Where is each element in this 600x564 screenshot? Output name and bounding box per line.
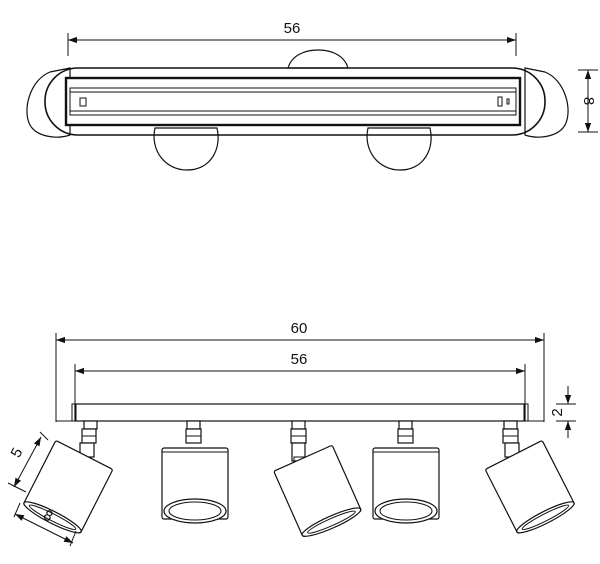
top-end-right: [524, 67, 569, 138]
top-bar-outer: [44, 67, 546, 136]
front-base-dim-label: 2: [549, 408, 566, 416]
front-mount-dim-label: 56: [291, 351, 308, 368]
top-view: 56 8: [26, 20, 598, 171]
spot-5: [485, 420, 575, 534]
top-height-dim-label: 8: [580, 97, 597, 105]
top-width-dim-label: 56: [284, 20, 301, 37]
top-rail-frame: [64, 76, 522, 127]
spot-1: [23, 420, 113, 534]
top-head-left: [153, 127, 219, 171]
shade-height-dim-line: [13, 436, 42, 488]
front-view: 60 56 2: [8, 320, 576, 547]
top-slot-right: [497, 96, 503, 107]
top-rail-inner: [69, 87, 517, 116]
front-overall-dim-label: 60: [291, 320, 308, 337]
spot-3: [273, 420, 362, 537]
top-slot-left: [79, 97, 87, 107]
top-head-right: [366, 127, 432, 171]
top-head-center: [287, 49, 349, 69]
spot-4: [372, 420, 440, 524]
spot-2: [161, 420, 229, 524]
front-base-plate: [74, 403, 526, 422]
shade-width-dim-line: [14, 513, 74, 544]
top-end-left: [26, 67, 71, 138]
shade-height-dim-label: 5: [8, 445, 27, 460]
